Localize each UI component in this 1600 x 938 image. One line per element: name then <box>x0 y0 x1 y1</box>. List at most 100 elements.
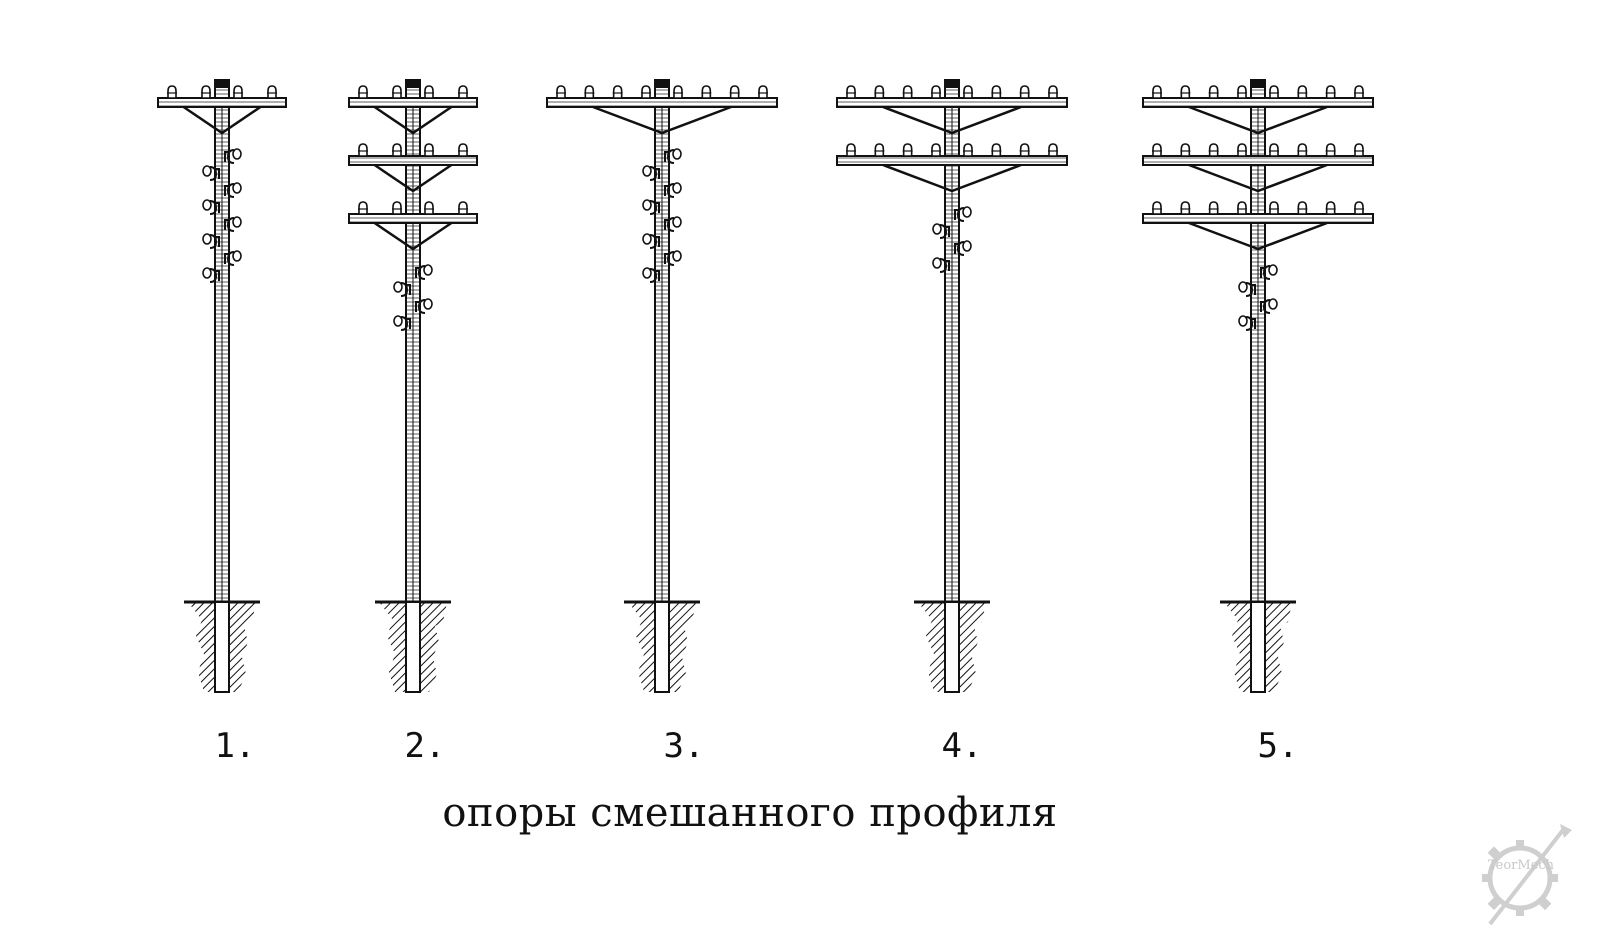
brace-5-3-right <box>1257 221 1328 251</box>
hook-insulator-icon-3-r2 <box>664 183 675 198</box>
hook-insulator-icon-1-r4 <box>224 251 235 266</box>
hook-insulator-icon-1-l4 <box>209 268 220 283</box>
arm-insulator-icon-5-2-l2 <box>1208 143 1219 157</box>
brace-2-1-right <box>412 105 453 135</box>
hook-insulator-icon-1-l2 <box>209 200 220 215</box>
hook-insulator-icon-3-r1 <box>664 149 675 164</box>
hook-insulator-icon-5-r1 <box>1260 265 1271 280</box>
arm-insulator-icon-4-2-l2 <box>902 143 913 157</box>
arm-insulator-icon-5-1-r3 <box>1325 85 1336 99</box>
watermark-text: TeorMech <box>1488 858 1555 873</box>
brace-4-1-right <box>951 105 1022 135</box>
arm-insulator-icon-5-3-r3 <box>1325 201 1336 215</box>
hook-insulator-icon-1-r3 <box>224 217 235 232</box>
pole-cap-1 <box>215 80 229 88</box>
crossarm-2-1 <box>348 97 478 108</box>
pole-base-1 <box>214 601 230 693</box>
arm-insulator-icon-5-1-r4 <box>1354 85 1364 99</box>
hook-insulator-icon-2-l1 <box>400 282 411 297</box>
brace-1-1-left <box>182 105 223 135</box>
pole-label-4: 4. <box>941 726 983 766</box>
crossarm-3-1 <box>546 97 778 108</box>
arm-insulator-icon-2-3-l2 <box>358 201 368 215</box>
pole-cap-3 <box>655 80 669 88</box>
arm-insulator-icon-5-3-l1 <box>1237 201 1247 215</box>
figure-caption: опоры смешанного профиля <box>442 790 1058 836</box>
brace-4-2-right <box>951 163 1022 193</box>
arm-insulator-icon-4-1-l1 <box>931 85 941 99</box>
hook-insulator-icon-1-l3 <box>209 234 220 249</box>
arm-insulator-icon-5-2-r2 <box>1297 143 1308 157</box>
crossarm-5-2 <box>1142 155 1374 166</box>
arm-insulator-icon-1-1-r1 <box>233 85 243 99</box>
crossarm-4-2 <box>836 155 1068 166</box>
arm-insulator-icon-5-3-r1 <box>1269 201 1279 215</box>
crossarm-2-2 <box>348 155 478 166</box>
arm-insulator-icon-3-1-l2 <box>612 85 623 99</box>
crossarm-1-1 <box>157 97 287 108</box>
hook-insulator-icon-2-r1 <box>415 265 426 280</box>
pole-base-4 <box>944 601 960 693</box>
arm-insulator-icon-4-2-l1 <box>931 143 941 157</box>
arm-insulator-icon-4-1-l3 <box>874 85 885 99</box>
arm-insulator-icon-5-1-r1 <box>1269 85 1279 99</box>
brace-2-2-right <box>412 163 453 193</box>
arm-insulator-icon-5-3-l4 <box>1152 201 1162 215</box>
hook-insulator-icon-3-l1 <box>649 166 660 181</box>
brace-2-1-left <box>373 105 414 135</box>
arm-insulator-icon-5-3-l2 <box>1208 201 1219 215</box>
arm-insulator-icon-1-1-l2 <box>167 85 177 99</box>
arm-insulator-icon-5-3-r4 <box>1354 201 1364 215</box>
arm-insulator-icon-2-3-r1 <box>424 201 434 215</box>
hook-insulator-icon-2-l2 <box>400 316 411 331</box>
arm-insulator-icon-3-1-l4 <box>556 85 566 99</box>
brace-3-1-left <box>592 105 663 135</box>
crossarm-5-1 <box>1142 97 1374 108</box>
arm-insulator-icon-4-1-l2 <box>902 85 913 99</box>
pole-label-5: 5. <box>1257 726 1299 766</box>
hook-insulator-icon-4-r2 <box>954 241 965 256</box>
arm-insulator-icon-5-3-l3 <box>1180 201 1191 215</box>
arm-insulator-icon-4-1-r2 <box>991 85 1002 99</box>
brace-4-1-left <box>882 105 953 135</box>
arm-insulator-icon-4-2-r4 <box>1048 143 1058 157</box>
arm-insulator-icon-4-2-r3 <box>1019 143 1030 157</box>
arm-insulator-icon-5-2-r3 <box>1325 143 1336 157</box>
arm-insulator-icon-5-2-r1 <box>1269 143 1279 157</box>
arm-insulator-icon-4-2-r1 <box>963 143 973 157</box>
pole-cap-2 <box>406 80 420 88</box>
pole-base-2 <box>405 601 421 693</box>
arm-insulator-icon-1-1-l1 <box>201 85 211 99</box>
arm-insulator-icon-5-1-r2 <box>1297 85 1308 99</box>
arm-insulator-icon-2-2-r1 <box>424 143 434 157</box>
hook-insulator-icon-1-l1 <box>209 166 220 181</box>
brace-5-2-right <box>1257 163 1328 193</box>
arm-insulator-icon-2-2-r2 <box>458 143 468 157</box>
brace-2-3-left <box>373 221 414 251</box>
brace-1-1-right <box>221 105 262 135</box>
crossarm-2-3 <box>348 213 478 224</box>
hook-insulator-icon-4-l1 <box>939 224 950 239</box>
arm-insulator-icon-2-1-l1 <box>392 85 402 99</box>
arm-insulator-icon-3-1-r3 <box>729 85 740 99</box>
pole-label-2: 2. <box>404 726 446 766</box>
arm-insulator-icon-5-2-r4 <box>1354 143 1364 157</box>
hook-insulator-icon-3-l2 <box>649 200 660 215</box>
arm-insulator-icon-5-1-l4 <box>1152 85 1162 99</box>
hook-insulator-icon-2-r2 <box>415 299 426 314</box>
arm-insulator-icon-4-2-l3 <box>874 143 885 157</box>
brace-5-2-left <box>1188 163 1259 193</box>
brace-5-1-right <box>1257 105 1328 135</box>
pole-label-1: 1. <box>214 726 256 766</box>
arm-insulator-icon-2-1-r2 <box>458 85 468 99</box>
hook-insulator-icon-1-r2 <box>224 183 235 198</box>
brace-2-2-left <box>373 163 414 193</box>
arm-insulator-icon-3-1-r1 <box>673 85 683 99</box>
hook-insulator-icon-5-r2 <box>1260 299 1271 314</box>
arm-insulator-icon-5-1-l2 <box>1208 85 1219 99</box>
arm-insulator-icon-5-2-l4 <box>1152 143 1162 157</box>
hook-insulator-icon-5-l2 <box>1245 316 1256 331</box>
hook-insulator-icon-3-l3 <box>649 234 660 249</box>
brace-5-3-left <box>1188 221 1259 251</box>
